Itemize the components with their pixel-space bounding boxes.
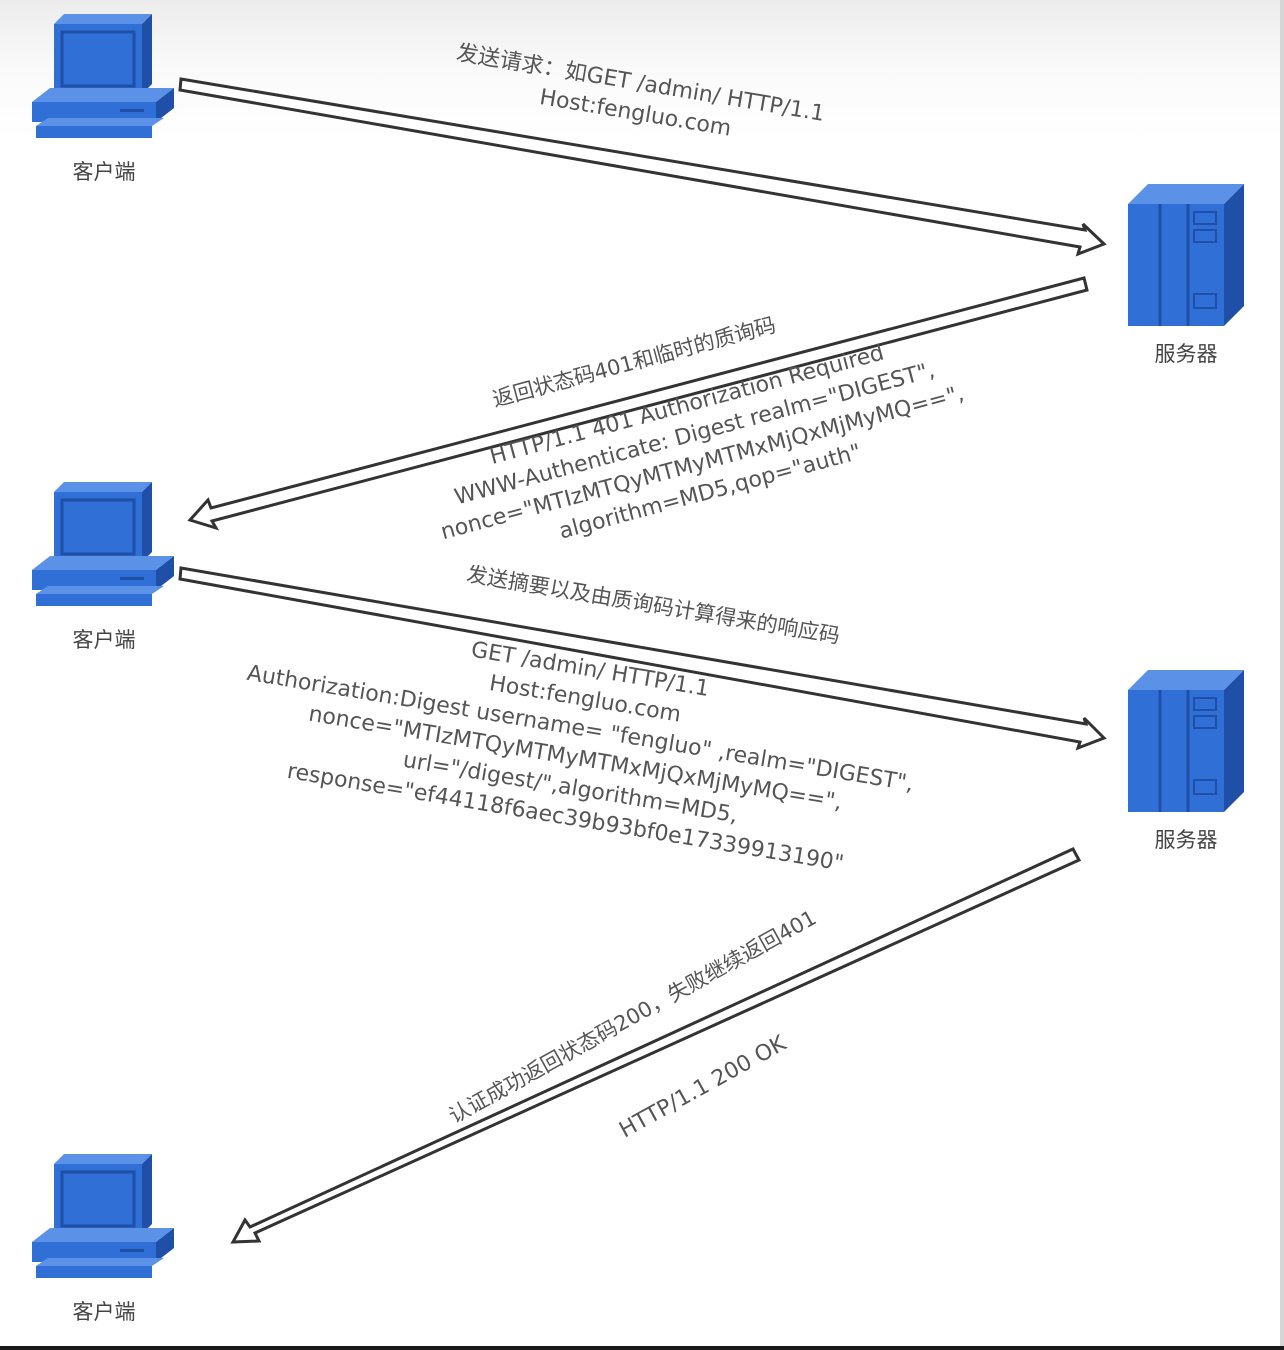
server-icon [1128,184,1244,326]
arrow-response [178,566,1107,751]
server-node-1: 服务器 [1126,182,1248,366]
client-node-2: 客户端 [32,482,178,652]
bottom-edge [0,1346,1284,1350]
client-node-1: 客户端 [32,14,178,184]
server-node-2: 服务器 [1126,668,1248,852]
result-title: 认证成功返回状态码200，失败继续返回401 [445,906,821,1129]
computer-icon [32,14,174,138]
arrow-challenge-text: HTTP/1.1 401 Authorization Required WWW-… [438,340,966,545]
computer-icon [32,1154,174,1278]
client-node-3: 客户端 [32,1154,178,1324]
right-edge [1280,0,1284,1346]
computer-icon [32,482,174,606]
server-icon [1128,670,1244,812]
client-label-2: 客户端 [72,628,136,652]
arrow-request [178,77,1107,257]
result-title-text: 认证成功返回状态码200，失败继续返回401 [445,906,821,1129]
arrow-challenge [187,276,1089,531]
client-label-3: 客户端 [72,1300,136,1324]
server-label-1: 服务器 [1154,342,1218,366]
server-label-2: 服务器 [1154,828,1218,852]
arrow-result [230,847,1082,1244]
client-label-1: 客户端 [72,160,136,184]
